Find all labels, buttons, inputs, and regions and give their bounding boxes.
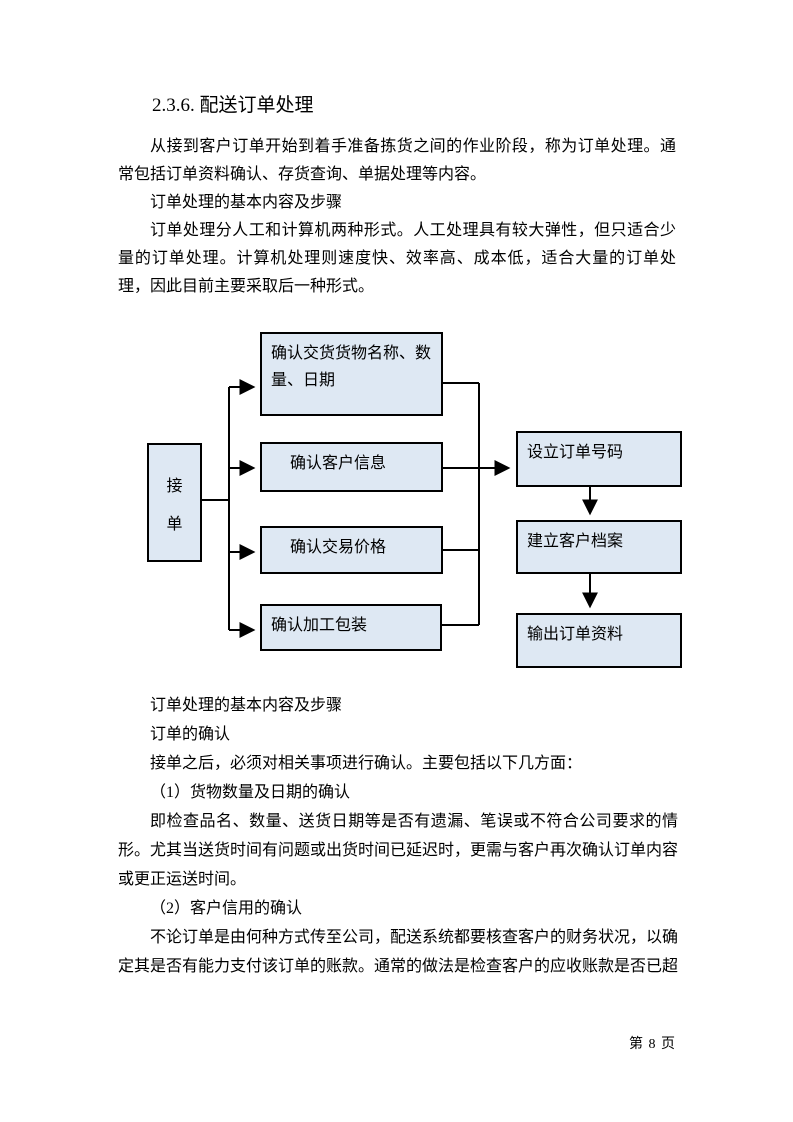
flow-box-confirm-packaging: 确认加工包装 <box>260 604 442 651</box>
paragraph: 订单处理的基本内容及步骤 <box>150 697 343 714</box>
flow-box-set-order-number: 设立订单号码 <box>516 431 682 487</box>
page-number-footer: 第 8 页 <box>629 1037 676 1052</box>
flow-box-confirm-customer-info: 确认客户信息 <box>260 442 443 492</box>
flow-box-confirm-goods: 确认交货货物名称、数量、日期 <box>260 332 443 416</box>
paragraph: 接单之后，必须对相关事项进行确认。主要包括以下几方面： <box>150 755 583 772</box>
bottom-text-block: 订单处理的基本内容及步骤 订单的确认 接单之后，必须对相关事项进行确认。主要包括… <box>118 691 678 981</box>
receive-order-char: 接 <box>166 477 183 495</box>
right-merge-lines <box>442 382 511 626</box>
flow-box-confirm-price: 确认交易价格 <box>260 526 443 574</box>
left-branch-lines <box>202 379 256 638</box>
flow-box-output-order-data: 输出订单资料 <box>516 613 682 668</box>
paragraph: 从接到客户订单开始到着手准备拣货之间的作业阶段，称为订单处理。通常包括订单资料确… <box>118 138 676 183</box>
paragraph: 不论订单是由何种方式传至公司，配送系统都要核查客户的财务状况，以确定其是否有能力… <box>118 929 679 975</box>
paragraph: 订单处理的基本内容及步骤 <box>150 194 343 211</box>
top-text-block: 2.3.6. 配送订单处理 从接到客户订单开始到着手准备拣货之间的作业阶段，称为… <box>118 92 676 301</box>
flow-box-receive-order: 接 单 <box>147 443 202 562</box>
paragraph: （1）货物数量及日期的确认 <box>150 784 351 801</box>
receive-order-char: 单 <box>166 515 183 533</box>
section-heading: 2.3.6. 配送订单处理 <box>152 95 314 116</box>
paragraph: （2）客户信用的确认 <box>150 900 303 917</box>
paragraph: 订单的确认 <box>150 726 231 743</box>
flow-box-create-customer-file: 建立客户档案 <box>516 520 682 574</box>
paragraph: 订单处理分人工和计算机两种形式。人工处理具有较大弹性，但只适合少量的订单处理。计… <box>118 222 676 295</box>
paragraph: 即检查品名、数量、送货日期等是否有遗漏、笔误或不符合公司要求的情形。尤其当送货时… <box>118 813 679 888</box>
